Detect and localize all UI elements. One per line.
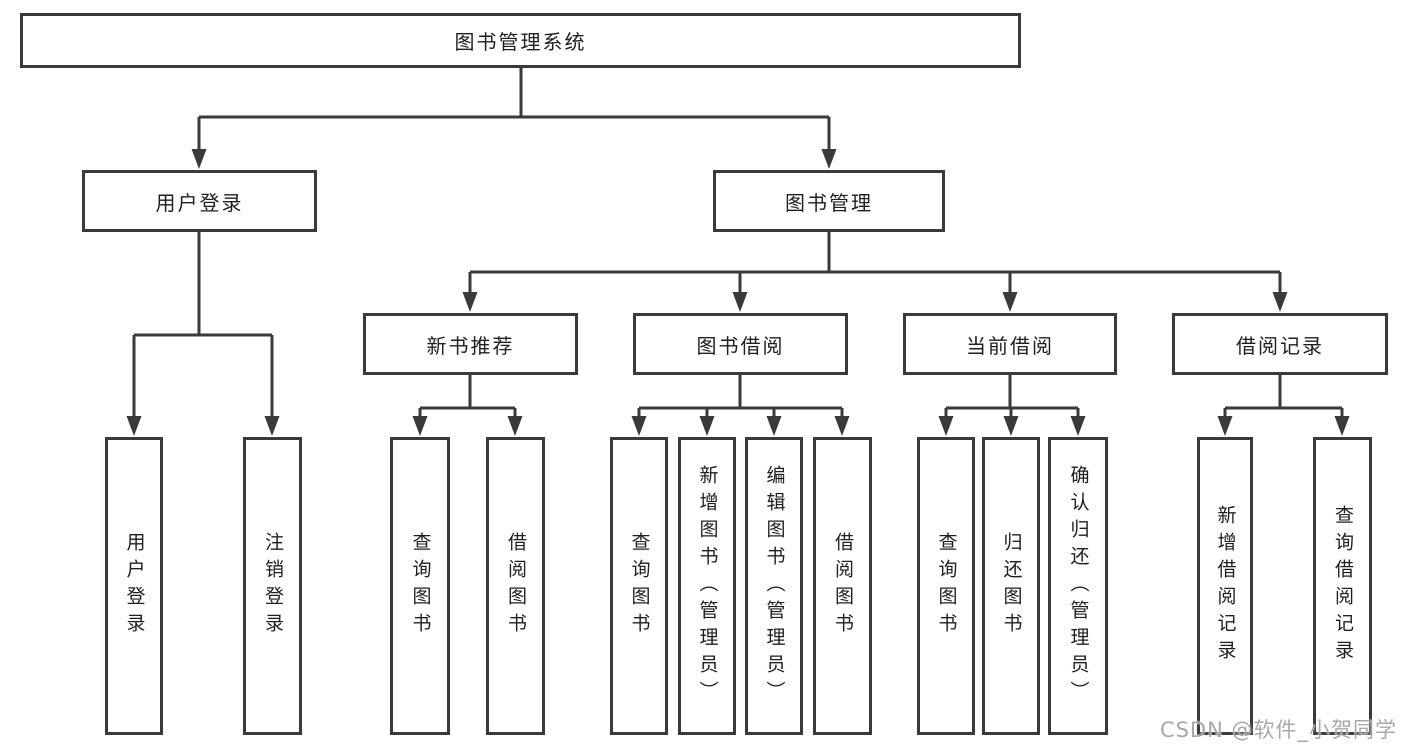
node-label: 图书管理 (785, 190, 873, 215)
leaf-borrow-books: 借阅图书 (813, 437, 872, 735)
node-label: 用户登录 (155, 190, 244, 215)
leaf-add-borrow-record: 新增借阅记录 (1197, 437, 1253, 735)
leaf-label: 注销登录 (262, 532, 284, 640)
leaf-return-books: 归还图书 (982, 437, 1040, 735)
node-label: 图书管理系统 (454, 30, 587, 54)
leaf-label: 借阅图书 (832, 532, 854, 640)
node-label: 借阅记录 (1236, 333, 1324, 358)
leaf-label: 查询图书 (409, 532, 432, 640)
node-label: 新书推荐 (426, 333, 515, 358)
leaf-borrow-books-recommend: 借阅图书 (486, 437, 545, 735)
node-book-management: 图书管理 (713, 170, 945, 232)
node-book-borrow: 图书借阅 (633, 313, 848, 375)
node-borrow-records: 借阅记录 (1172, 313, 1388, 375)
csdn-watermark: CSDN @软件_小贺同学 (1159, 718, 1397, 742)
leaf-label: 编辑图书（管理员） (763, 464, 786, 708)
leaf-edit-books-admin: 编辑图书（管理员） (745, 437, 803, 735)
leaf-label: 查询图书 (628, 532, 651, 640)
leaf-query-books-recommend: 查询图书 (390, 437, 450, 735)
leaf-label: 查询图书 (935, 532, 958, 640)
leaf-user-login: 用户登录 (105, 437, 163, 735)
node-current-borrow: 当前借阅 (903, 313, 1117, 375)
leaf-query-borrow-record: 查询借阅记录 (1313, 437, 1372, 735)
leaf-label: 新增图书（管理员） (696, 464, 719, 708)
leaf-query-books-borrow: 查询图书 (610, 437, 668, 735)
leaf-logout-login: 注销登录 (243, 437, 302, 735)
node-user-login: 用户登录 (82, 170, 317, 232)
leaf-query-books-current: 查询图书 (917, 437, 975, 735)
node-new-book-recommend: 新书推荐 (363, 313, 578, 375)
node-label: 当前借阅 (966, 333, 1054, 358)
leaf-label: 查询借阅记录 (1332, 505, 1354, 667)
node-library-management-system: 图书管理系统 (20, 13, 1021, 68)
leaf-label: 确认归还（管理员） (1067, 464, 1090, 708)
node-label: 图书借阅 (696, 333, 785, 358)
leaf-label: 用户登录 (123, 532, 146, 640)
leaf-confirm-return-admin: 确认归还（管理员） (1048, 437, 1108, 735)
leaf-label: 新增借阅记录 (1214, 505, 1237, 667)
leaf-add-books-admin: 新增图书（管理员） (678, 437, 736, 735)
arrowheads (126, 149, 1350, 436)
leaf-label: 借阅图书 (505, 532, 527, 640)
leaf-label: 归还图书 (1000, 532, 1023, 640)
